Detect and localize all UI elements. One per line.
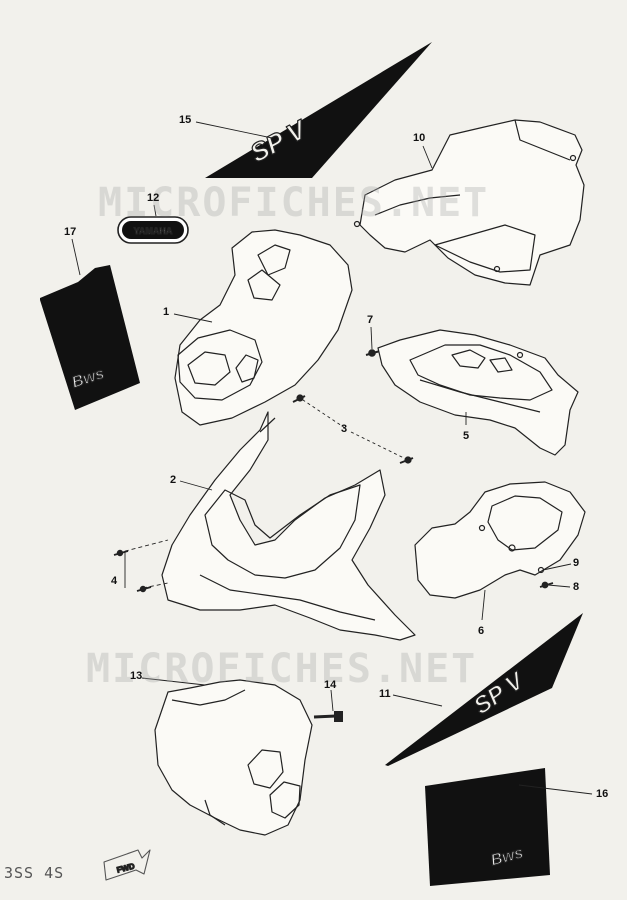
callout-14: 14 (324, 679, 337, 691)
callout-17: 17 (64, 226, 77, 238)
screw-3b (399, 456, 414, 464)
callout-15: 15 (179, 114, 192, 126)
decal-stripe-top: SP V (205, 42, 432, 178)
callout-7: 7 (367, 314, 374, 326)
yamaha-emblem-text: YAMAHA (134, 226, 173, 236)
front-cover-lower-part (161, 411, 416, 641)
callout-12: 12 (147, 192, 160, 204)
watermark-middle: MICROFICHES.NET (86, 646, 478, 692)
decal-side-left: Bws (40, 265, 140, 410)
small-cover-part (414, 481, 586, 599)
front-cover-upper-part (174, 229, 353, 426)
screw-4b (136, 585, 152, 593)
callout-4: 4 (111, 575, 118, 587)
callout-5: 5 (463, 430, 470, 442)
decal-rear: Bws (425, 768, 550, 886)
headlight-cover-part (377, 329, 579, 456)
callout-11: 11 (379, 688, 391, 700)
callout-6: 6 (478, 625, 485, 637)
callout-2: 2 (170, 474, 177, 486)
callout-13: 13 (130, 670, 143, 682)
callout-8: 8 (573, 581, 580, 593)
callout-16: 16 (596, 788, 609, 800)
inner-cover-part (353, 119, 585, 286)
callout-3: 3 (341, 423, 348, 435)
diagram-code: 3SS 4S (4, 864, 65, 882)
bolt-14 (313, 711, 343, 722)
watermark-top: MICROFICHES.NET (98, 180, 490, 226)
screw-8 (539, 581, 554, 589)
screw-3a (292, 394, 306, 403)
fwd-arrow-icon: FWD (103, 849, 151, 881)
callout-9: 9 (573, 557, 580, 569)
leg-shield-part (154, 679, 313, 836)
screw-7 (365, 349, 381, 357)
yamaha-emblem-part: YAMAHA (117, 216, 189, 244)
callout-10: 10 (413, 132, 426, 144)
callout-1: 1 (163, 306, 170, 318)
leader-lines (71, 121, 593, 795)
